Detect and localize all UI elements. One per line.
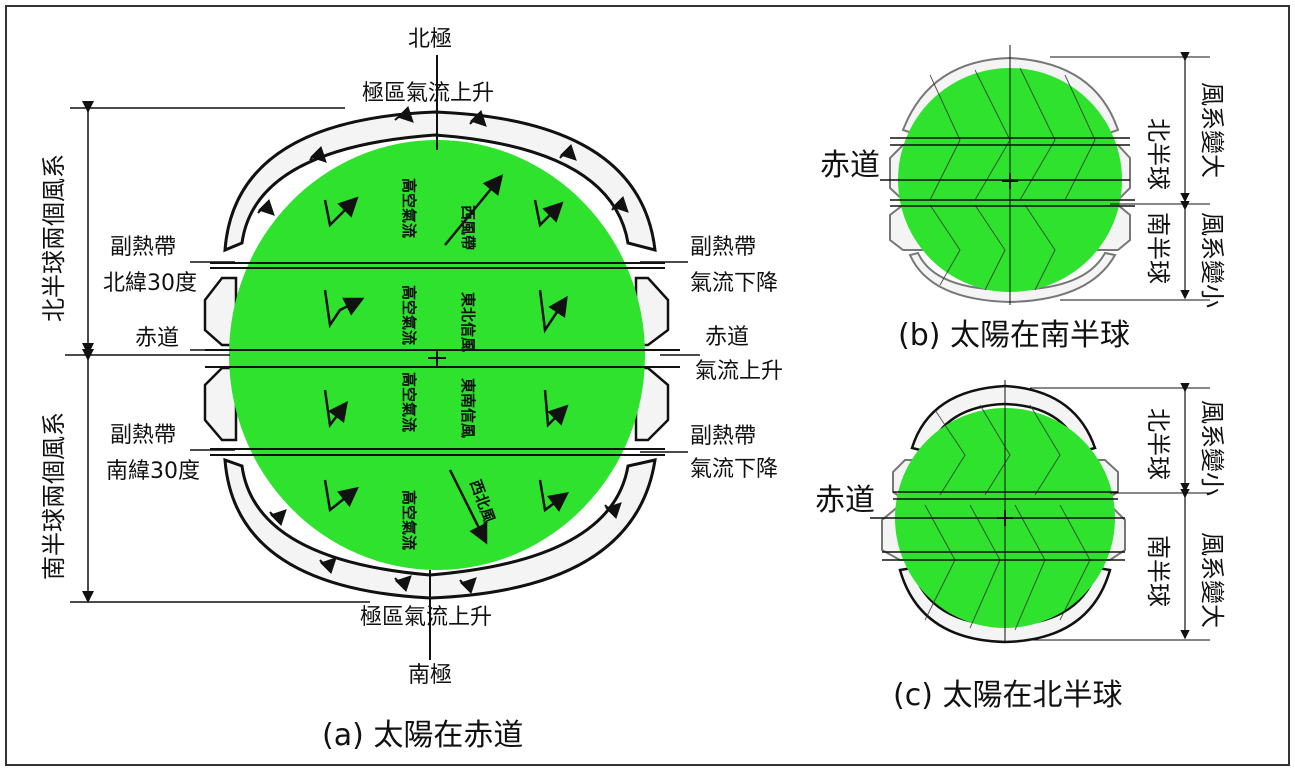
sh-two-systems-label: 南半球兩個風系 xyxy=(40,412,68,580)
upper-flow-1: 高空氣流 xyxy=(400,178,418,238)
b-nh-label: 北半球 xyxy=(1144,118,1172,190)
c-sh-change: 風系變大 xyxy=(1198,532,1226,628)
descend-s-right: 氣流下降 xyxy=(690,457,778,482)
south-pole-label: 南極 xyxy=(408,663,452,688)
subtropic-s-left: 副熱帶 xyxy=(110,423,176,448)
caption-a: (a) 太陽在赤道 xyxy=(322,718,523,753)
north-trade-shell-right xyxy=(634,276,670,347)
panel-a: 北極 極區氣流上升 南極 極區氣流上升 北半球兩個風系 南半球兩個風系 副熱帶 … xyxy=(40,27,783,753)
nh-two-systems-label: 北半球兩個風系 xyxy=(40,154,68,322)
lat-30s-label: 南緯30度 xyxy=(106,459,200,484)
c-equator-label: 赤道 xyxy=(815,483,875,518)
north-pole-label: 北極 xyxy=(408,27,452,52)
c-nh-label: 北半球 xyxy=(1144,408,1172,480)
polar-rise-top-label: 極區氣流上升 xyxy=(362,81,494,106)
subtropic-n-left: 副熱帶 xyxy=(110,235,176,260)
subtropic-s-right: 副熱帶 xyxy=(690,424,756,449)
polar-rise-bottom-label: 極區氣流上升 xyxy=(360,605,492,630)
equator-left-label: 赤道 xyxy=(135,326,179,351)
equator-right-label: 赤道 xyxy=(705,325,749,350)
b-south-shell xyxy=(908,251,1117,304)
descend-n-right: 氣流下降 xyxy=(690,271,778,296)
b-nh-change: 風系變大 xyxy=(1198,82,1226,178)
upper-flow-2: 高空氣流 xyxy=(400,285,418,345)
se-trade-label: 東南信風 xyxy=(459,378,477,438)
b-sh-label: 南半球 xyxy=(1144,212,1172,284)
lat-30n-label: 北緯30度 xyxy=(103,271,197,296)
curl-arrows xyxy=(257,105,629,595)
upper-flow-4: 高空氣流 xyxy=(400,490,418,550)
figure-frame xyxy=(5,5,1290,766)
c-north-shell xyxy=(910,384,1097,454)
c-sh-label: 南半球 xyxy=(1144,535,1172,607)
panel-c: 赤道 北半球 風系變小 南半球 風系變大 (c) 太陽在北半球 xyxy=(815,380,1226,713)
caption-c: (c) 太陽在北半球 xyxy=(893,678,1122,713)
c-nh-change: 風系變小 xyxy=(1198,400,1226,496)
north-polar-shell xyxy=(223,110,657,253)
north-trade-shell xyxy=(203,276,238,347)
subtropic-n-right: 副熱帶 xyxy=(690,235,756,260)
upper-flow-3: 高空氣流 xyxy=(400,372,418,432)
panel-b: 赤道 北半球 風系變大 南半球 風系變小 (b) 太陽在南半球 xyxy=(820,45,1226,353)
rise-right-label: 氣流上升 xyxy=(695,359,783,384)
westerly-n-label: 西風帶 xyxy=(459,205,477,250)
wind-arrows-a xyxy=(323,174,569,545)
b-sh-change: 風系變小 xyxy=(1198,212,1226,308)
caption-b: (b) 太陽在南半球 xyxy=(898,318,1130,353)
ne-trade-label: 東北信風 xyxy=(459,292,477,352)
b-equator-label: 赤道 xyxy=(820,148,880,183)
